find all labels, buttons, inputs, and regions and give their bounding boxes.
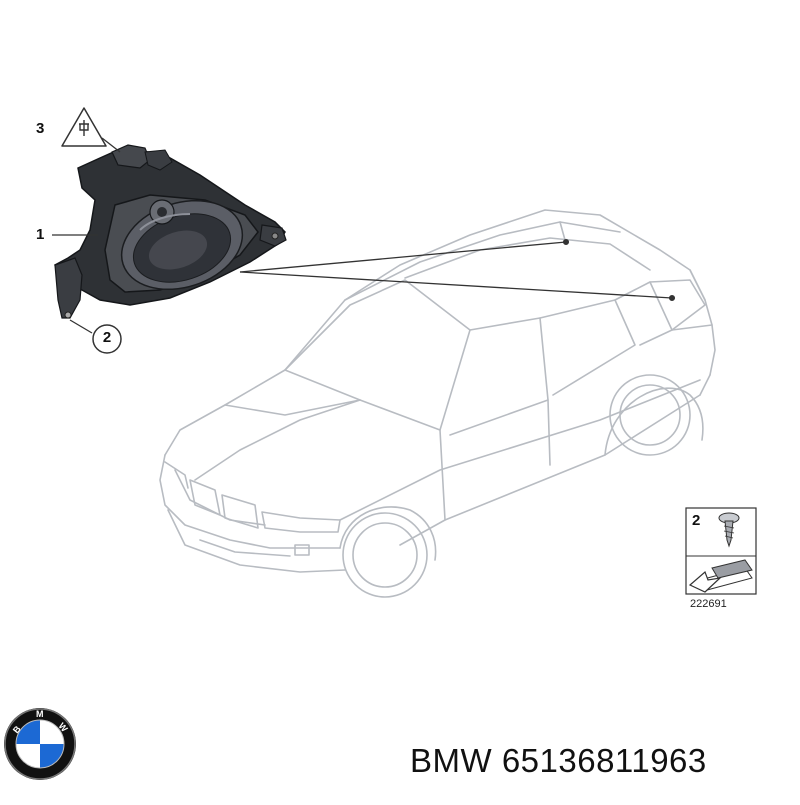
- diagram-code: 222691: [690, 598, 727, 610]
- car-outline: [159, 209, 716, 598]
- callout-circle-2: [92, 324, 122, 354]
- callout-label-3: 3: [36, 120, 45, 137]
- legend-item-number: 2: [692, 512, 701, 529]
- callout-label-1: 1: [36, 226, 45, 243]
- screw-legend-box: [685, 507, 757, 595]
- bmw-logo: [4, 708, 76, 780]
- speaker-assembly: [54, 144, 287, 319]
- callout-line-3: [101, 137, 121, 153]
- brand-part-number: BMW 65136811963: [410, 742, 707, 779]
- callout-label-2: 2: [102, 329, 112, 346]
- callout-line-2: [69, 319, 93, 334]
- screw-icon: [718, 512, 740, 548]
- leader-lines: [239, 238, 676, 302]
- connector-warning-icon: [61, 107, 107, 147]
- tool-arrow-icon: [688, 559, 753, 593]
